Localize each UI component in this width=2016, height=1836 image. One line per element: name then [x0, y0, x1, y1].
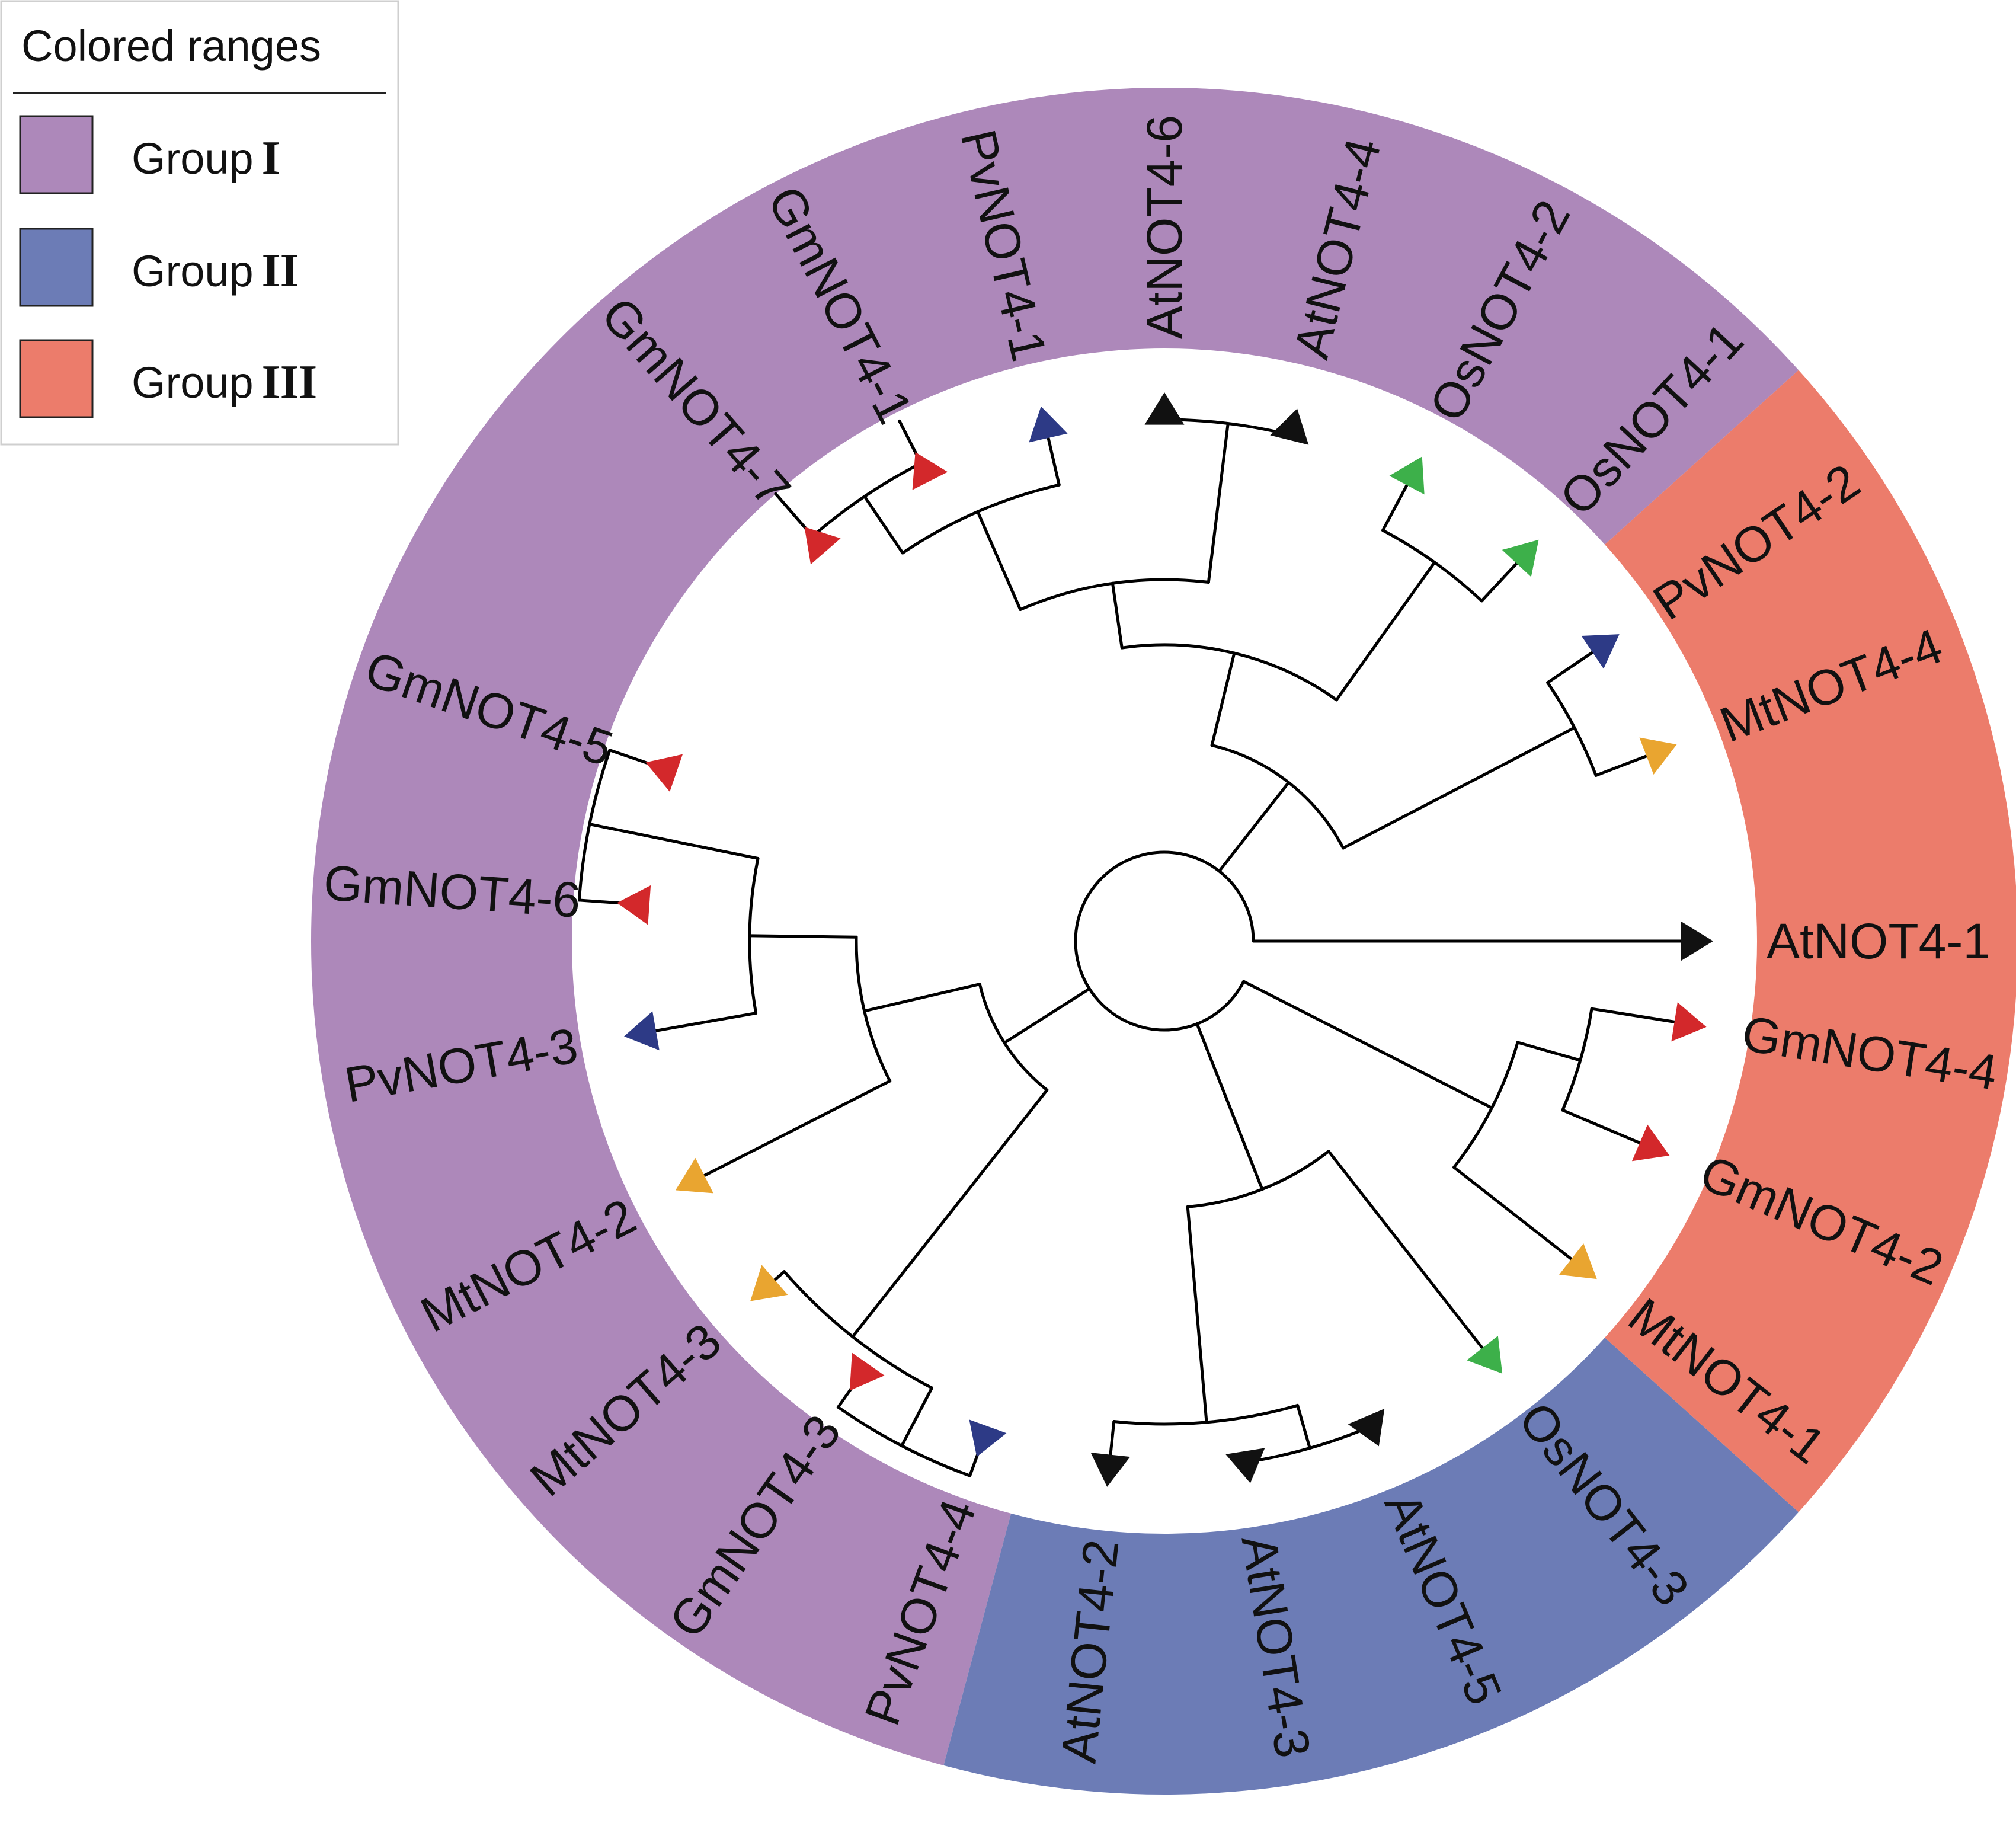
leaf-marker-pvnot4-3: [624, 1011, 660, 1051]
branch-segment-24: [1381, 529, 1483, 603]
legend-swatch-group-3: [19, 339, 94, 418]
leaf-marker-mtnot4-4: [1639, 737, 1677, 775]
branch-segment-10: [863, 495, 904, 555]
branch-segment-38: [748, 934, 858, 939]
branch-segment-71: [1561, 1007, 1593, 1112]
branch-segment-69: [1452, 1041, 1519, 1169]
branch-segment-5: [1120, 643, 1338, 702]
branch-segment-31: [1594, 751, 1656, 777]
leaf-markers: [617, 392, 1713, 1487]
branch-segment-58: [1186, 1205, 1193, 1250]
branch-segment-37: [855, 935, 892, 1083]
leaf-marker-atnot4-4: [1270, 408, 1309, 445]
leaf-marker-atnot4-1: [1681, 921, 1713, 961]
branch-segment-66: [1327, 1150, 1489, 1357]
branch-segment-41: [588, 823, 638, 836]
branch-segment-29: [1546, 681, 1598, 777]
branch-segment-42: [577, 749, 612, 902]
branch-segment-35: [978, 983, 1049, 1092]
leaf-marker-pvnot4-2: [1581, 634, 1620, 669]
tree-branches: [577, 414, 1691, 1477]
branch-segment-1: [1074, 850, 1255, 1032]
branch-segment-27: [1342, 750, 1529, 850]
branch-segment-47: [935, 1088, 1049, 1232]
branch-segment-17: [1045, 428, 1061, 487]
leaf-marker-pvnot4-4: [969, 1419, 1007, 1457]
leaf-marker-osnot4-3: [1467, 1336, 1503, 1374]
branch-segment-56: [1234, 1121, 1264, 1191]
leaf-marker-gmnot4-6: [617, 885, 651, 925]
branch-segment-2: [1217, 781, 1291, 873]
branch-segment-52: [836, 1405, 972, 1477]
branch-segment-18: [1207, 422, 1230, 584]
branch-segment-8: [976, 510, 1022, 612]
branch-segment-49: [783, 1270, 934, 1390]
group-band-1: [311, 88, 1799, 1765]
branch-segment-60: [1112, 1403, 1300, 1426]
group-band-2: [943, 1338, 1799, 1795]
branch-segment-59: [1189, 1246, 1208, 1424]
leaf-marker-mtnot4-2: [675, 1157, 713, 1194]
branch-segment-34: [1003, 987, 1091, 1045]
branch-segment-25: [1381, 476, 1413, 532]
branch-segment-68: [1250, 984, 1493, 1109]
branch-segment-39: [748, 856, 760, 1015]
branch-segment-57: [1186, 1150, 1330, 1208]
branch-segment-48: [851, 1228, 939, 1339]
leaf-marker-mtnot4-3: [750, 1265, 788, 1301]
branch-segment-73: [1561, 1108, 1650, 1148]
legend-title: Colored ranges: [21, 21, 321, 71]
leaf-marker-atnot4-3: [1225, 1448, 1265, 1483]
branch-segment-62: [1296, 1403, 1311, 1450]
group-bands: [311, 88, 2016, 1795]
leaf-marker-osnot4-1: [1502, 539, 1539, 577]
leaf-marker-gmnot4-3: [849, 1352, 885, 1391]
branch-segment-7: [1019, 578, 1210, 612]
leaf-marker-pvnot4-1: [1029, 406, 1068, 443]
branch-segment-26: [1480, 555, 1524, 603]
legend-swatch-group-1: [19, 115, 94, 194]
branch-segment-36: [863, 983, 981, 1013]
leaf-marker-gmnot4-7: [804, 527, 841, 565]
branch-segment-22: [1335, 631, 1387, 702]
leaf-marker-gmnot4-2: [1632, 1124, 1670, 1162]
leaf-marker-gmnot4-4: [1671, 1002, 1707, 1042]
branch-segment-51: [900, 1386, 934, 1448]
legend-swatch-group-2: [19, 228, 94, 307]
leaf-marker-gmnot4-5: [645, 754, 683, 792]
leaf-marker-atnot4-2: [1090, 1453, 1131, 1487]
leaf-label-atnot4-6: AtNOT4-6: [1137, 115, 1192, 339]
leaf-marker-mtnot4-1: [1559, 1243, 1597, 1280]
branch-segment-23: [1383, 561, 1436, 634]
branch-segment-74: [1452, 1166, 1580, 1266]
leaf-marker-atnot4-5: [1348, 1409, 1385, 1447]
branch-segment-28: [1525, 726, 1576, 754]
branch-segment-70: [1516, 1041, 1582, 1062]
leaf-marker-atnot4-6: [1144, 392, 1185, 425]
leaf-marker-osnot4-2: [1389, 456, 1425, 495]
leaf-label-atnot4-1: AtNOT4-1: [1767, 913, 1991, 969]
branch-segment-45: [645, 1012, 758, 1034]
branch-segment-55: [1195, 1022, 1238, 1125]
group-band-3: [1605, 370, 2016, 1512]
branch-segment-40: [634, 832, 760, 860]
branch-segment-4: [1210, 651, 1236, 747]
branch-segment-3: [1210, 744, 1345, 850]
branch-segment-6: [1111, 581, 1124, 650]
branch-segment-72: [1590, 1007, 1685, 1025]
branch-segment-9: [901, 483, 1061, 555]
branch-segment-30: [1546, 646, 1602, 684]
branch-segment-11: [811, 462, 923, 538]
leaf-marker-gmnot4-1: [912, 452, 948, 490]
branch-segment-46: [695, 1079, 892, 1181]
